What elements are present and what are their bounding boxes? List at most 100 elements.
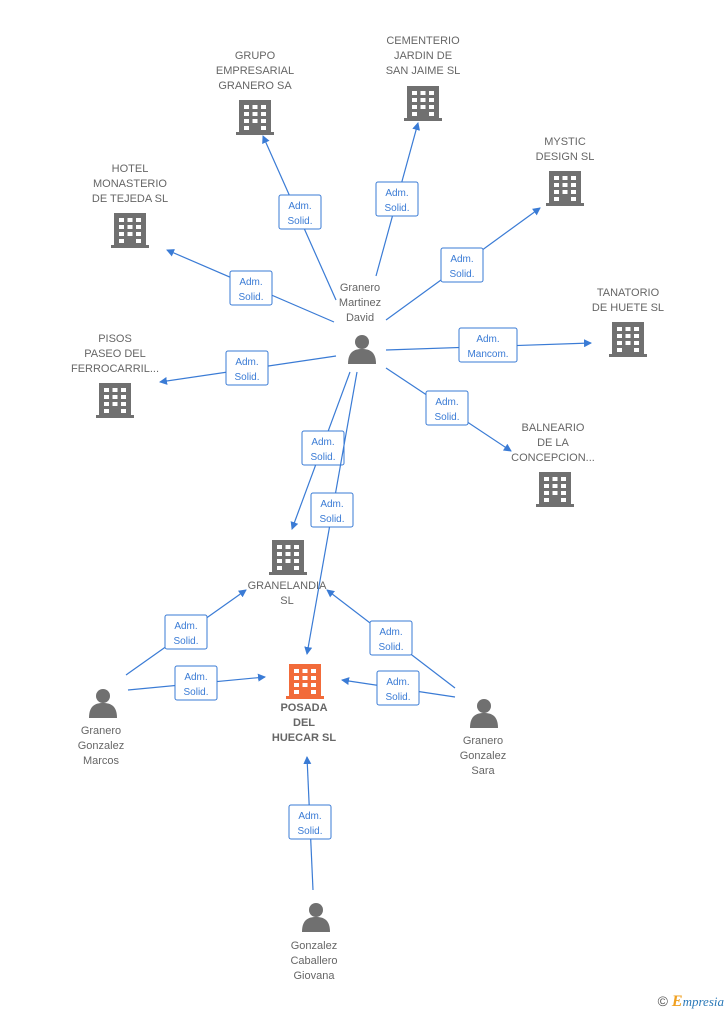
node-label-line: DEL bbox=[293, 717, 315, 729]
node-label-line: MONASTERIO bbox=[93, 178, 167, 190]
edge-label-box bbox=[174, 665, 218, 701]
building-icon bbox=[404, 86, 442, 121]
node-mystic[interactable]: MYSTIC DESIGN SL bbox=[536, 136, 595, 206]
edge-label[interactable]: Adm.Solid. bbox=[229, 270, 273, 306]
edges-layer: Adm. Solid. Adm. Solid. Adm. Solid. Adm. Solid.… bbox=[125, 122, 592, 891]
node-label-line: DE TEJEDA SL bbox=[92, 193, 168, 205]
edge-label-box bbox=[310, 492, 354, 528]
edge-david-grupo: Adm. Solid. bbox=[262, 135, 337, 301]
edge-label-text: Adm. bbox=[298, 811, 321, 822]
edge-label-text: Adm. bbox=[239, 277, 262, 288]
edge-label[interactable]: Adm.Solid. bbox=[425, 390, 469, 426]
building-icon bbox=[111, 213, 149, 248]
node-label-line: DE HUETE SL bbox=[592, 302, 664, 314]
edge-label[interactable]: Adm.Mancom. bbox=[458, 327, 518, 363]
node-label-line: PISOS bbox=[98, 333, 132, 345]
node-label-line: Gonzalez bbox=[78, 740, 124, 752]
edge-label-text: Adm. bbox=[184, 672, 207, 683]
node-label-line: CEMENTERIO bbox=[386, 35, 460, 47]
edge-giovana-posada: Adm.Solid. bbox=[288, 756, 332, 891]
edge-label-text: Adm. bbox=[435, 397, 458, 408]
node-label-line: SAN JAIME SL bbox=[386, 65, 461, 77]
edge-label-box bbox=[425, 390, 469, 426]
edge-label-text: Adm. bbox=[476, 334, 499, 345]
node-posada[interactable]: POSADA DEL HUECAR SL bbox=[272, 664, 336, 744]
edge-label-box bbox=[225, 350, 269, 386]
person-icon bbox=[89, 689, 117, 718]
node-cementerio[interactable]: CEMENTERIO JARDIN DE SAN JAIME SL bbox=[386, 35, 461, 121]
edge-label-box bbox=[376, 670, 420, 706]
edge-label-text: Adm. bbox=[288, 201, 311, 212]
edge-label-text: Solid. bbox=[449, 269, 474, 280]
node-label-line: BALNEARIO bbox=[522, 422, 585, 434]
node-label-line: GRUPO bbox=[235, 50, 276, 62]
edge-label-box bbox=[288, 804, 332, 840]
edge-label-text: Adm. bbox=[235, 357, 258, 368]
brand-mark: ©Empresia bbox=[658, 993, 724, 1011]
node-label-line: CONCEPCION... bbox=[511, 452, 595, 464]
node-label-line: HUECAR SL bbox=[272, 732, 336, 744]
edge-label[interactable]: Adm.Solid. bbox=[440, 247, 484, 283]
building-icon bbox=[609, 322, 647, 357]
edge-sara-posada: Adm. Solid. bbox=[341, 670, 456, 706]
edge-label-box bbox=[458, 327, 518, 363]
edge-david-pisos: Adm. Solid. bbox=[159, 350, 337, 386]
node-label-line: Granero bbox=[463, 735, 503, 747]
edge-label-text: Adm. bbox=[385, 188, 408, 199]
edge-label[interactable]: Adm. Solid. bbox=[278, 194, 322, 230]
copyright-symbol: © bbox=[657, 993, 668, 1009]
node-label-line: GRANELANDIA bbox=[248, 580, 328, 592]
edge-david-granelandia: Adm. Solid. bbox=[290, 371, 351, 530]
brand-name: mpresia bbox=[682, 994, 724, 1009]
edge-marcos-granelandia: Adm.Solid. bbox=[125, 589, 247, 676]
edge-label[interactable]: Adm.Solid. bbox=[310, 492, 354, 528]
building-icon bbox=[236, 100, 274, 135]
edge-label-text: Adm. bbox=[174, 621, 197, 632]
edge-label[interactable]: Adm.Solid. bbox=[301, 430, 345, 466]
edge-label-box bbox=[375, 181, 419, 217]
edge-label-text: Solid. bbox=[385, 692, 410, 703]
edge-label[interactable]: Adm.Solid. bbox=[369, 620, 413, 656]
edge-label-text: Adm. bbox=[311, 437, 334, 448]
edge-label-text: Solid. bbox=[384, 203, 409, 214]
edge-label-text: Adm. bbox=[379, 627, 402, 638]
node-label-line: DESIGN SL bbox=[536, 151, 595, 163]
edge-david-cementerio: Adm. Solid. bbox=[375, 122, 421, 277]
edge-label[interactable]: Adm.Solid. bbox=[164, 614, 208, 650]
building-icon bbox=[546, 171, 584, 206]
node-label-line: MYSTIC bbox=[544, 136, 586, 148]
edge-label-text: Solid. bbox=[287, 216, 312, 227]
edge-label-box bbox=[164, 614, 208, 650]
node-label-line: Martinez bbox=[339, 297, 381, 309]
node-label-line: POSADA bbox=[280, 702, 327, 714]
edge-label[interactable]: Adm. Solid. bbox=[225, 350, 269, 386]
edge-label-text: Solid. bbox=[319, 514, 344, 525]
edge-marcos-posada: Adm.Solid. bbox=[127, 665, 266, 701]
node-label-line: Gonzalez bbox=[291, 940, 337, 952]
edge-label[interactable]: Adm. Solid. bbox=[376, 670, 420, 706]
node-label-line: PASEO DEL bbox=[84, 348, 146, 360]
edge-label-box bbox=[229, 270, 273, 306]
edge-label[interactable]: Adm.Solid. bbox=[288, 804, 332, 840]
node-label-line: Caballero bbox=[290, 955, 337, 967]
edge-label-text: Solid. bbox=[234, 372, 259, 383]
edge-label[interactable]: Adm. Solid. bbox=[375, 181, 419, 217]
edge-label-text: Adm. bbox=[386, 677, 409, 688]
edge-david-hotel: Adm.Solid. bbox=[166, 249, 335, 323]
edge-label[interactable]: Adm.Solid. bbox=[174, 665, 218, 701]
node-label-line: David bbox=[346, 312, 374, 324]
node-label-line: JARDIN DE bbox=[394, 50, 452, 62]
node-label-line: Granero bbox=[340, 282, 380, 294]
edge-david-mystic: Adm.Solid. bbox=[385, 207, 541, 321]
node-label-line: Giovana bbox=[294, 970, 336, 982]
